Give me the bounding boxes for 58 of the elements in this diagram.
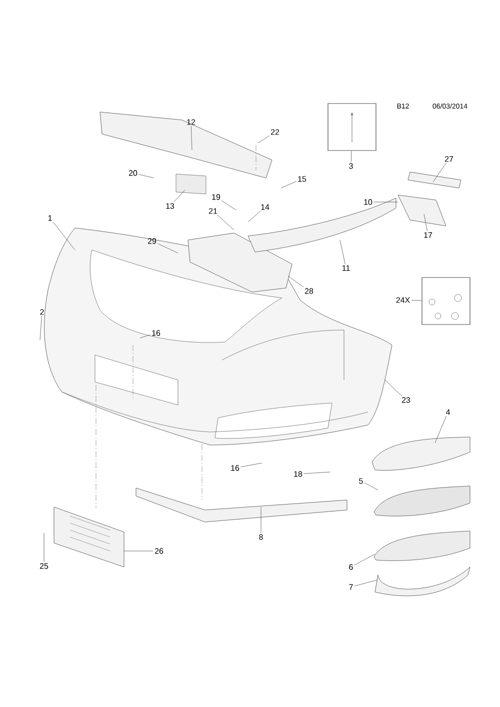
callout-number: 23 <box>402 397 410 403</box>
inset-box <box>328 103 376 151</box>
leader-line <box>354 554 376 566</box>
leader-line <box>340 240 346 264</box>
callout-number: 5 <box>359 478 363 484</box>
leader-line <box>364 482 378 490</box>
leader-line <box>354 580 378 586</box>
leader-line <box>432 162 446 182</box>
callout-number: 28 <box>304 288 314 294</box>
leader-line <box>350 150 352 162</box>
callout-number: 3 <box>349 163 353 169</box>
leader-line <box>411 300 422 301</box>
callout-number: 22 <box>270 129 280 135</box>
callout-number: 11 <box>342 265 350 271</box>
leader-line <box>40 316 42 340</box>
callout-number: 2 <box>40 309 44 315</box>
callout-number: 20 <box>128 170 138 176</box>
callout-number: 13 <box>166 203 174 209</box>
callout-number: 4 <box>446 409 450 415</box>
leader-line <box>248 210 261 222</box>
callout-number: 27 <box>444 156 454 162</box>
leader-line <box>190 126 192 150</box>
callout-number: 1 <box>48 215 52 221</box>
callout-number: 29 <box>148 238 156 244</box>
callout-number: 12 <box>187 119 196 125</box>
callout-number: 18 <box>294 471 302 477</box>
inset-box <box>422 277 470 325</box>
leader-line <box>288 276 304 288</box>
leader-line <box>424 214 428 232</box>
leader-line <box>258 135 270 144</box>
callout-number: 8 <box>259 534 263 540</box>
callout-number: 25 <box>40 563 48 569</box>
leader-line <box>434 416 447 444</box>
callout-number: 7 <box>349 584 353 590</box>
callout-number: 15 <box>298 176 306 182</box>
callout-number: 6 <box>349 564 353 570</box>
leader-line <box>280 181 297 188</box>
leader-line <box>260 506 262 534</box>
leader-line <box>384 380 402 396</box>
callout-number: 16 <box>152 330 160 336</box>
leader-line <box>138 174 154 178</box>
callout-number: 26 <box>154 548 164 554</box>
leader-line <box>174 190 186 202</box>
callout-number: 21 <box>208 208 218 214</box>
leader-line <box>217 214 234 230</box>
callout-number: 17 <box>424 232 432 238</box>
leader-line <box>157 243 178 254</box>
callout-number: 14 <box>261 204 270 210</box>
leader-line <box>52 222 76 250</box>
leader-line <box>303 472 330 474</box>
callout-number: 19 <box>212 194 220 200</box>
callout-number: 24X <box>396 297 410 303</box>
leader-line <box>221 200 236 210</box>
callout-number: 10 <box>364 199 372 205</box>
leader-line <box>140 334 151 338</box>
callout-number: 16 <box>231 465 240 471</box>
leader-line <box>240 462 262 468</box>
leader-line <box>124 550 154 552</box>
